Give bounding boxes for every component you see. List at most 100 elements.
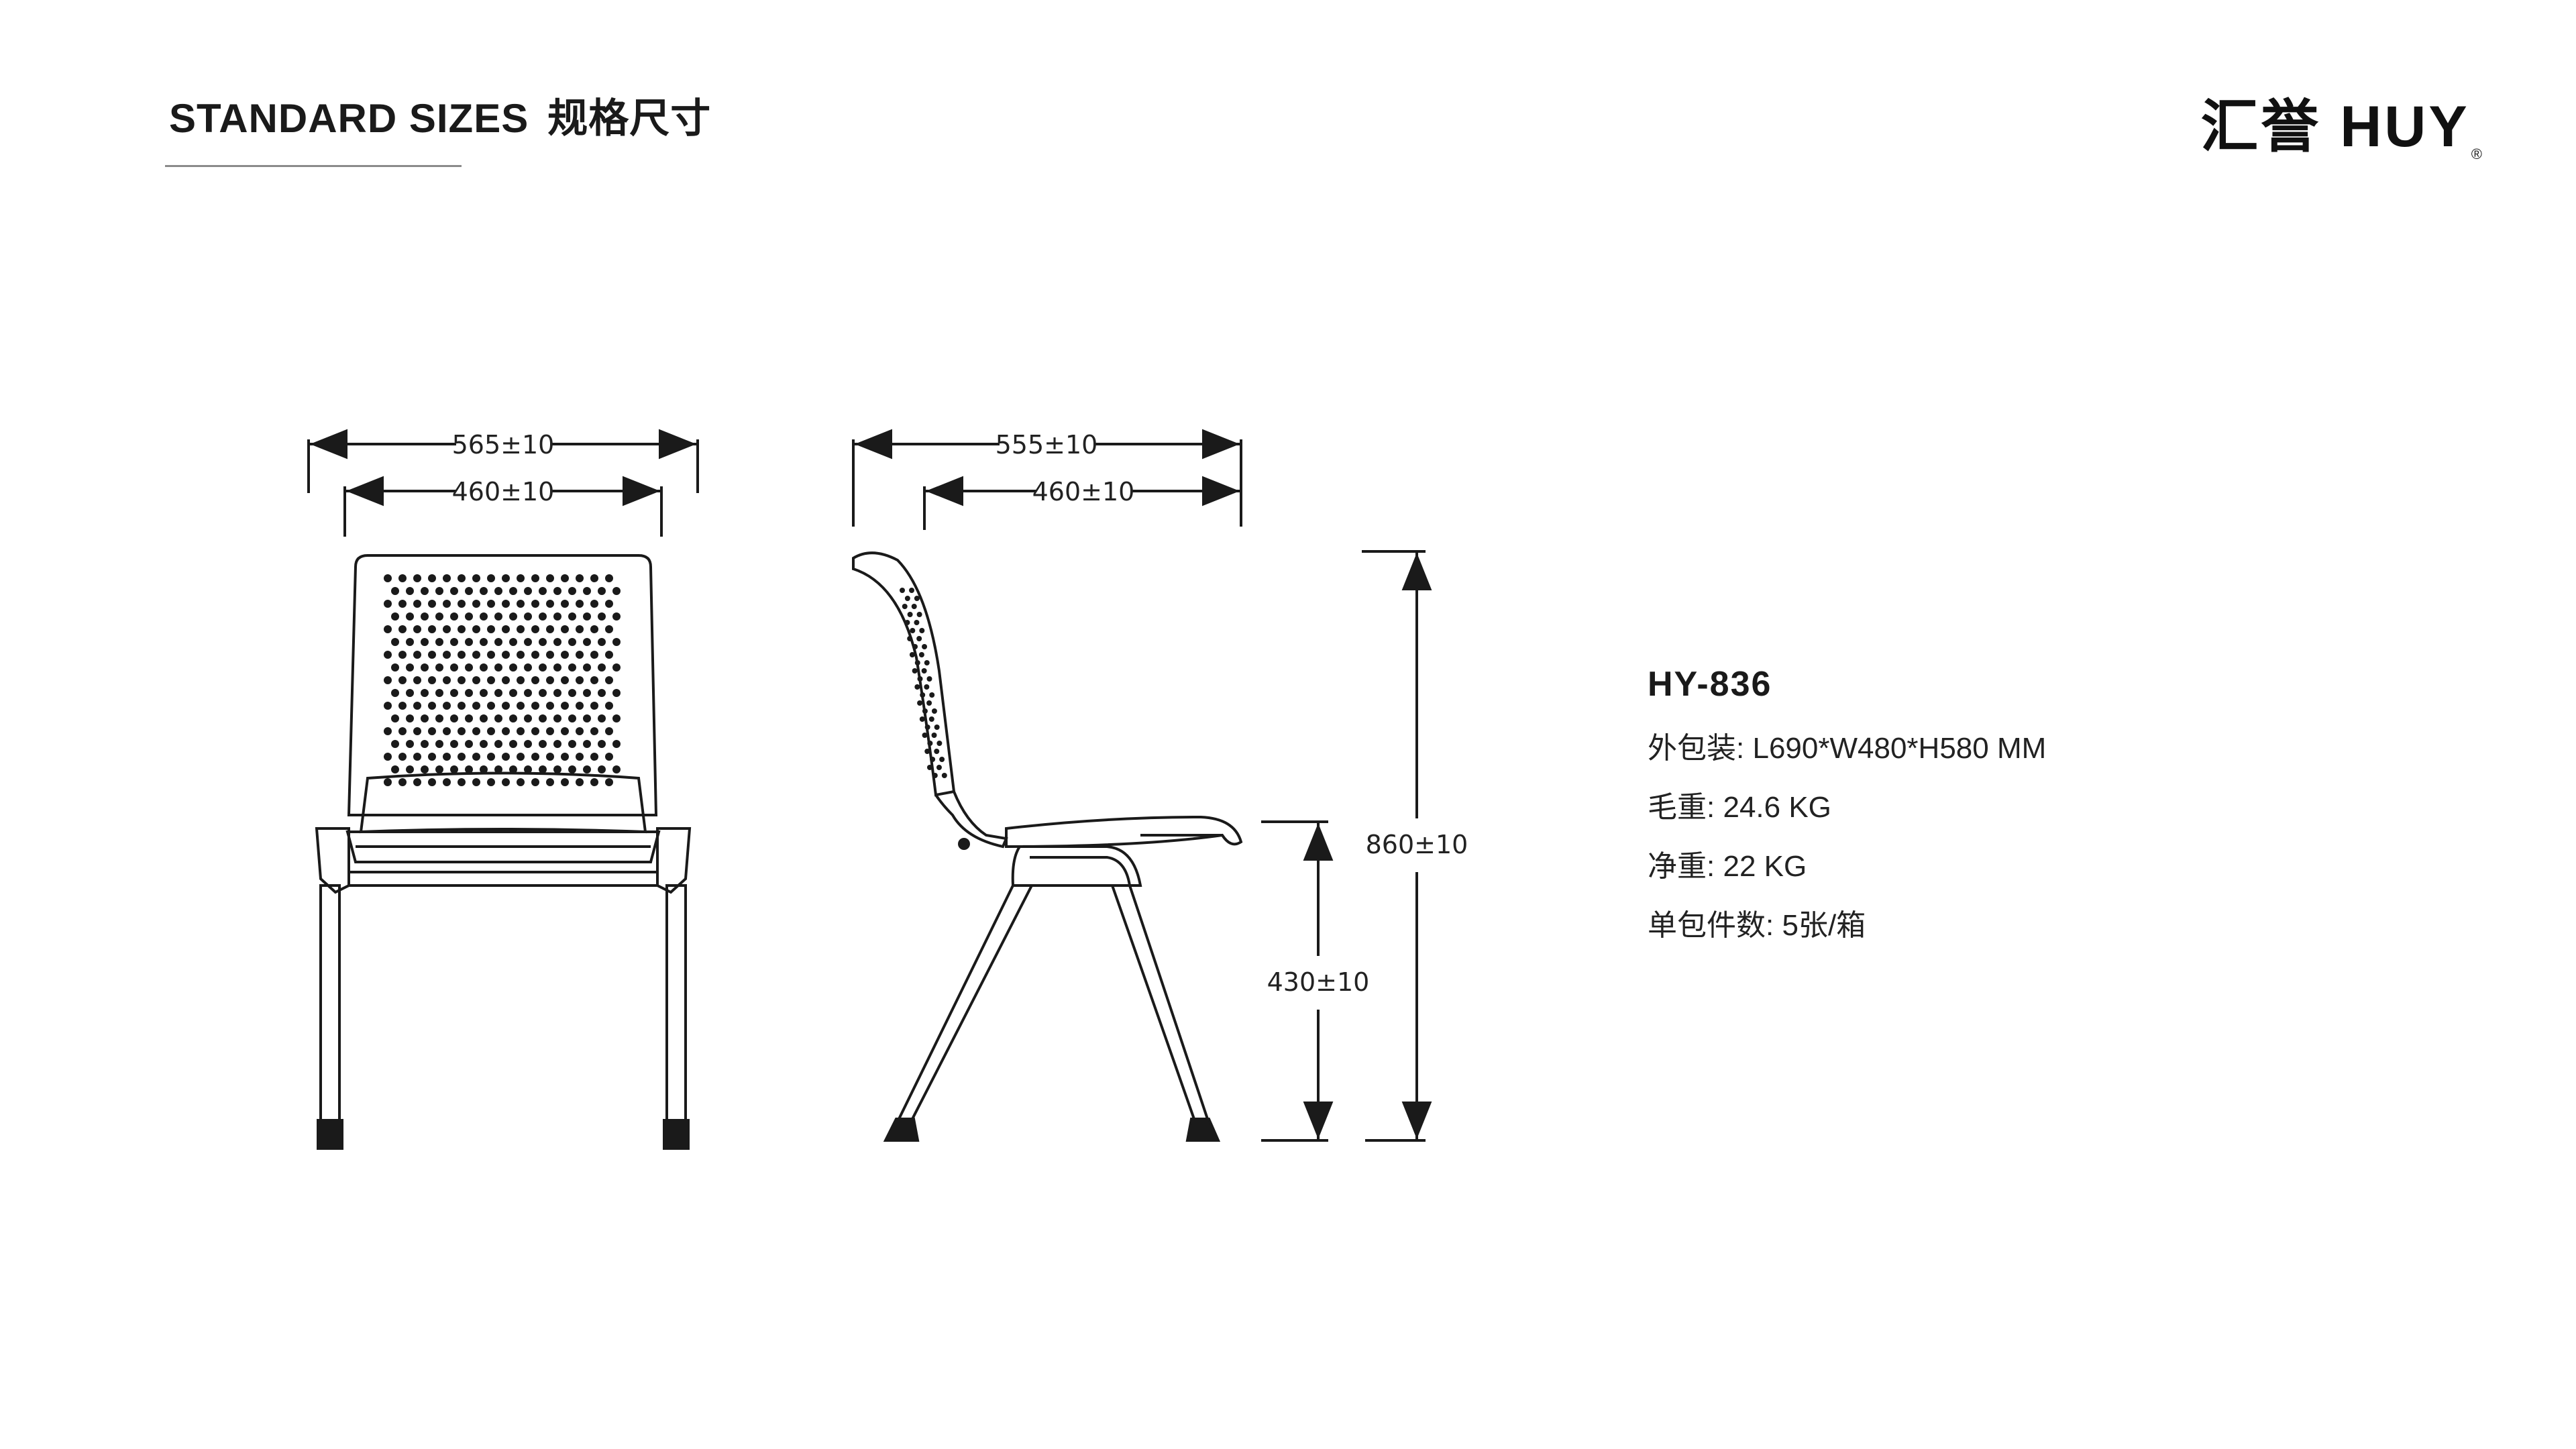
- brand-name: 汇誉 HUY: [2200, 95, 2470, 159]
- perforation-dot: [406, 740, 414, 748]
- perforation-dot: [524, 689, 532, 697]
- perforation-dot: [539, 638, 547, 646]
- perforation-dot: [524, 740, 532, 748]
- perforation-dot: [553, 612, 561, 621]
- side-backrest-outline: [852, 551, 956, 797]
- perforation-dot: [920, 692, 926, 698]
- perforation-dot: [546, 574, 554, 582]
- side-seat-outline: [1005, 815, 1243, 849]
- perforation-dot: [450, 638, 458, 646]
- perforation-dot: [583, 663, 591, 672]
- perforation-dot: [487, 625, 495, 633]
- perforation-dot: [509, 587, 517, 595]
- perforation-dot: [487, 727, 495, 735]
- perforation-dot: [590, 574, 598, 582]
- perforation-dot: [561, 778, 569, 786]
- perforation-dot: [576, 753, 584, 761]
- perforation-dot: [539, 612, 547, 621]
- perforation-dot: [524, 714, 532, 722]
- perforation-dot: [465, 612, 473, 621]
- perforation-dot: [583, 714, 591, 722]
- perforation-dot: [561, 651, 569, 659]
- perforation-dot: [480, 740, 488, 748]
- perforation-dot: [605, 574, 613, 582]
- dim-seat-depth-label: 460±10: [1032, 477, 1135, 506]
- perforation-dot: [904, 596, 910, 601]
- perforation-dot: [561, 625, 569, 633]
- front-right-leg: [665, 884, 687, 1122]
- perforation-dot: [465, 740, 473, 748]
- perforation-dot: [406, 612, 414, 621]
- perforation-dot: [517, 651, 525, 659]
- perforation-dot: [428, 753, 436, 761]
- perforation-dot: [443, 600, 451, 608]
- perforation-dot: [465, 714, 473, 722]
- front-left-bracket: [315, 827, 350, 894]
- perforation-dot: [450, 740, 458, 748]
- perforation-dot: [605, 753, 613, 761]
- perforation-dot: [576, 727, 584, 735]
- perforation-dot: [939, 757, 945, 762]
- perforation-dot: [509, 714, 517, 722]
- perforation-dot: [450, 714, 458, 722]
- perforation-dot: [916, 636, 922, 641]
- dim-overall-depth-label: 555±10: [996, 430, 1098, 460]
- perforation-dot: [406, 714, 414, 722]
- side-seat-bracket: [1011, 845, 1142, 887]
- perforation-dot: [922, 708, 928, 714]
- side-seat-height-dimension: 430±10: [1261, 820, 1369, 1142]
- perforation-dot: [472, 753, 480, 761]
- perforation-dot: [391, 587, 399, 595]
- perforation-dot: [413, 727, 421, 735]
- perforation-dot: [922, 644, 928, 649]
- perforation-dot: [458, 651, 466, 659]
- dim-overall-width-label: 565±10: [452, 430, 555, 460]
- perforation-dot: [509, 638, 517, 646]
- perforation-dot: [428, 778, 436, 786]
- perforation-dot: [553, 638, 561, 646]
- perforation-dot: [458, 702, 466, 710]
- perforation-dot: [928, 716, 934, 722]
- perforation-dot: [435, 714, 443, 722]
- perforation-dot: [612, 740, 621, 748]
- perforation-dot: [568, 765, 576, 773]
- perforation-dot: [929, 692, 935, 698]
- perforation-dot: [909, 588, 914, 593]
- front-right-bracket: [656, 827, 692, 894]
- perforation-dot: [561, 702, 569, 710]
- perforation-dot: [546, 625, 554, 633]
- perforation-dot: [583, 740, 591, 748]
- perforation-dot: [480, 663, 488, 672]
- perforation-dot: [605, 600, 613, 608]
- perforation-dot: [487, 676, 495, 684]
- perforation-dot: [590, 753, 598, 761]
- perforation-dot: [539, 765, 547, 773]
- perforation-dot: [590, 676, 598, 684]
- perforation-dot: [421, 740, 429, 748]
- perforation-dot: [391, 689, 399, 697]
- perforation-dot: [531, 625, 539, 633]
- perforation-dot: [509, 663, 517, 672]
- perforation-dot: [502, 702, 510, 710]
- perforation-dot: [934, 749, 940, 754]
- perforation-dot: [924, 660, 930, 665]
- front-left-leg: [319, 884, 341, 1122]
- perforation-dot: [421, 663, 429, 672]
- front-right-foot: [663, 1119, 690, 1150]
- perforation-dot: [936, 765, 942, 770]
- perforation-dot: [384, 574, 392, 582]
- spec-row-gross-weight: 毛重: 24.6 KG: [1648, 793, 2046, 822]
- perforation-dot: [480, 587, 488, 595]
- spec-value: 22 KG: [1723, 850, 1807, 883]
- perforation-dot: [546, 651, 554, 659]
- side-overall-depth-dimension: 555±10: [852, 429, 1242, 527]
- perforation-dot: [435, 612, 443, 621]
- dim-seat-width-label: 460±10: [452, 477, 555, 506]
- perforation-dot: [435, 740, 443, 748]
- perforation-dot: [398, 625, 407, 633]
- perforation-dot: [458, 727, 466, 735]
- perforation-dot: [568, 663, 576, 672]
- perforation-dot: [553, 714, 561, 722]
- side-rear-foot: [1185, 1118, 1221, 1142]
